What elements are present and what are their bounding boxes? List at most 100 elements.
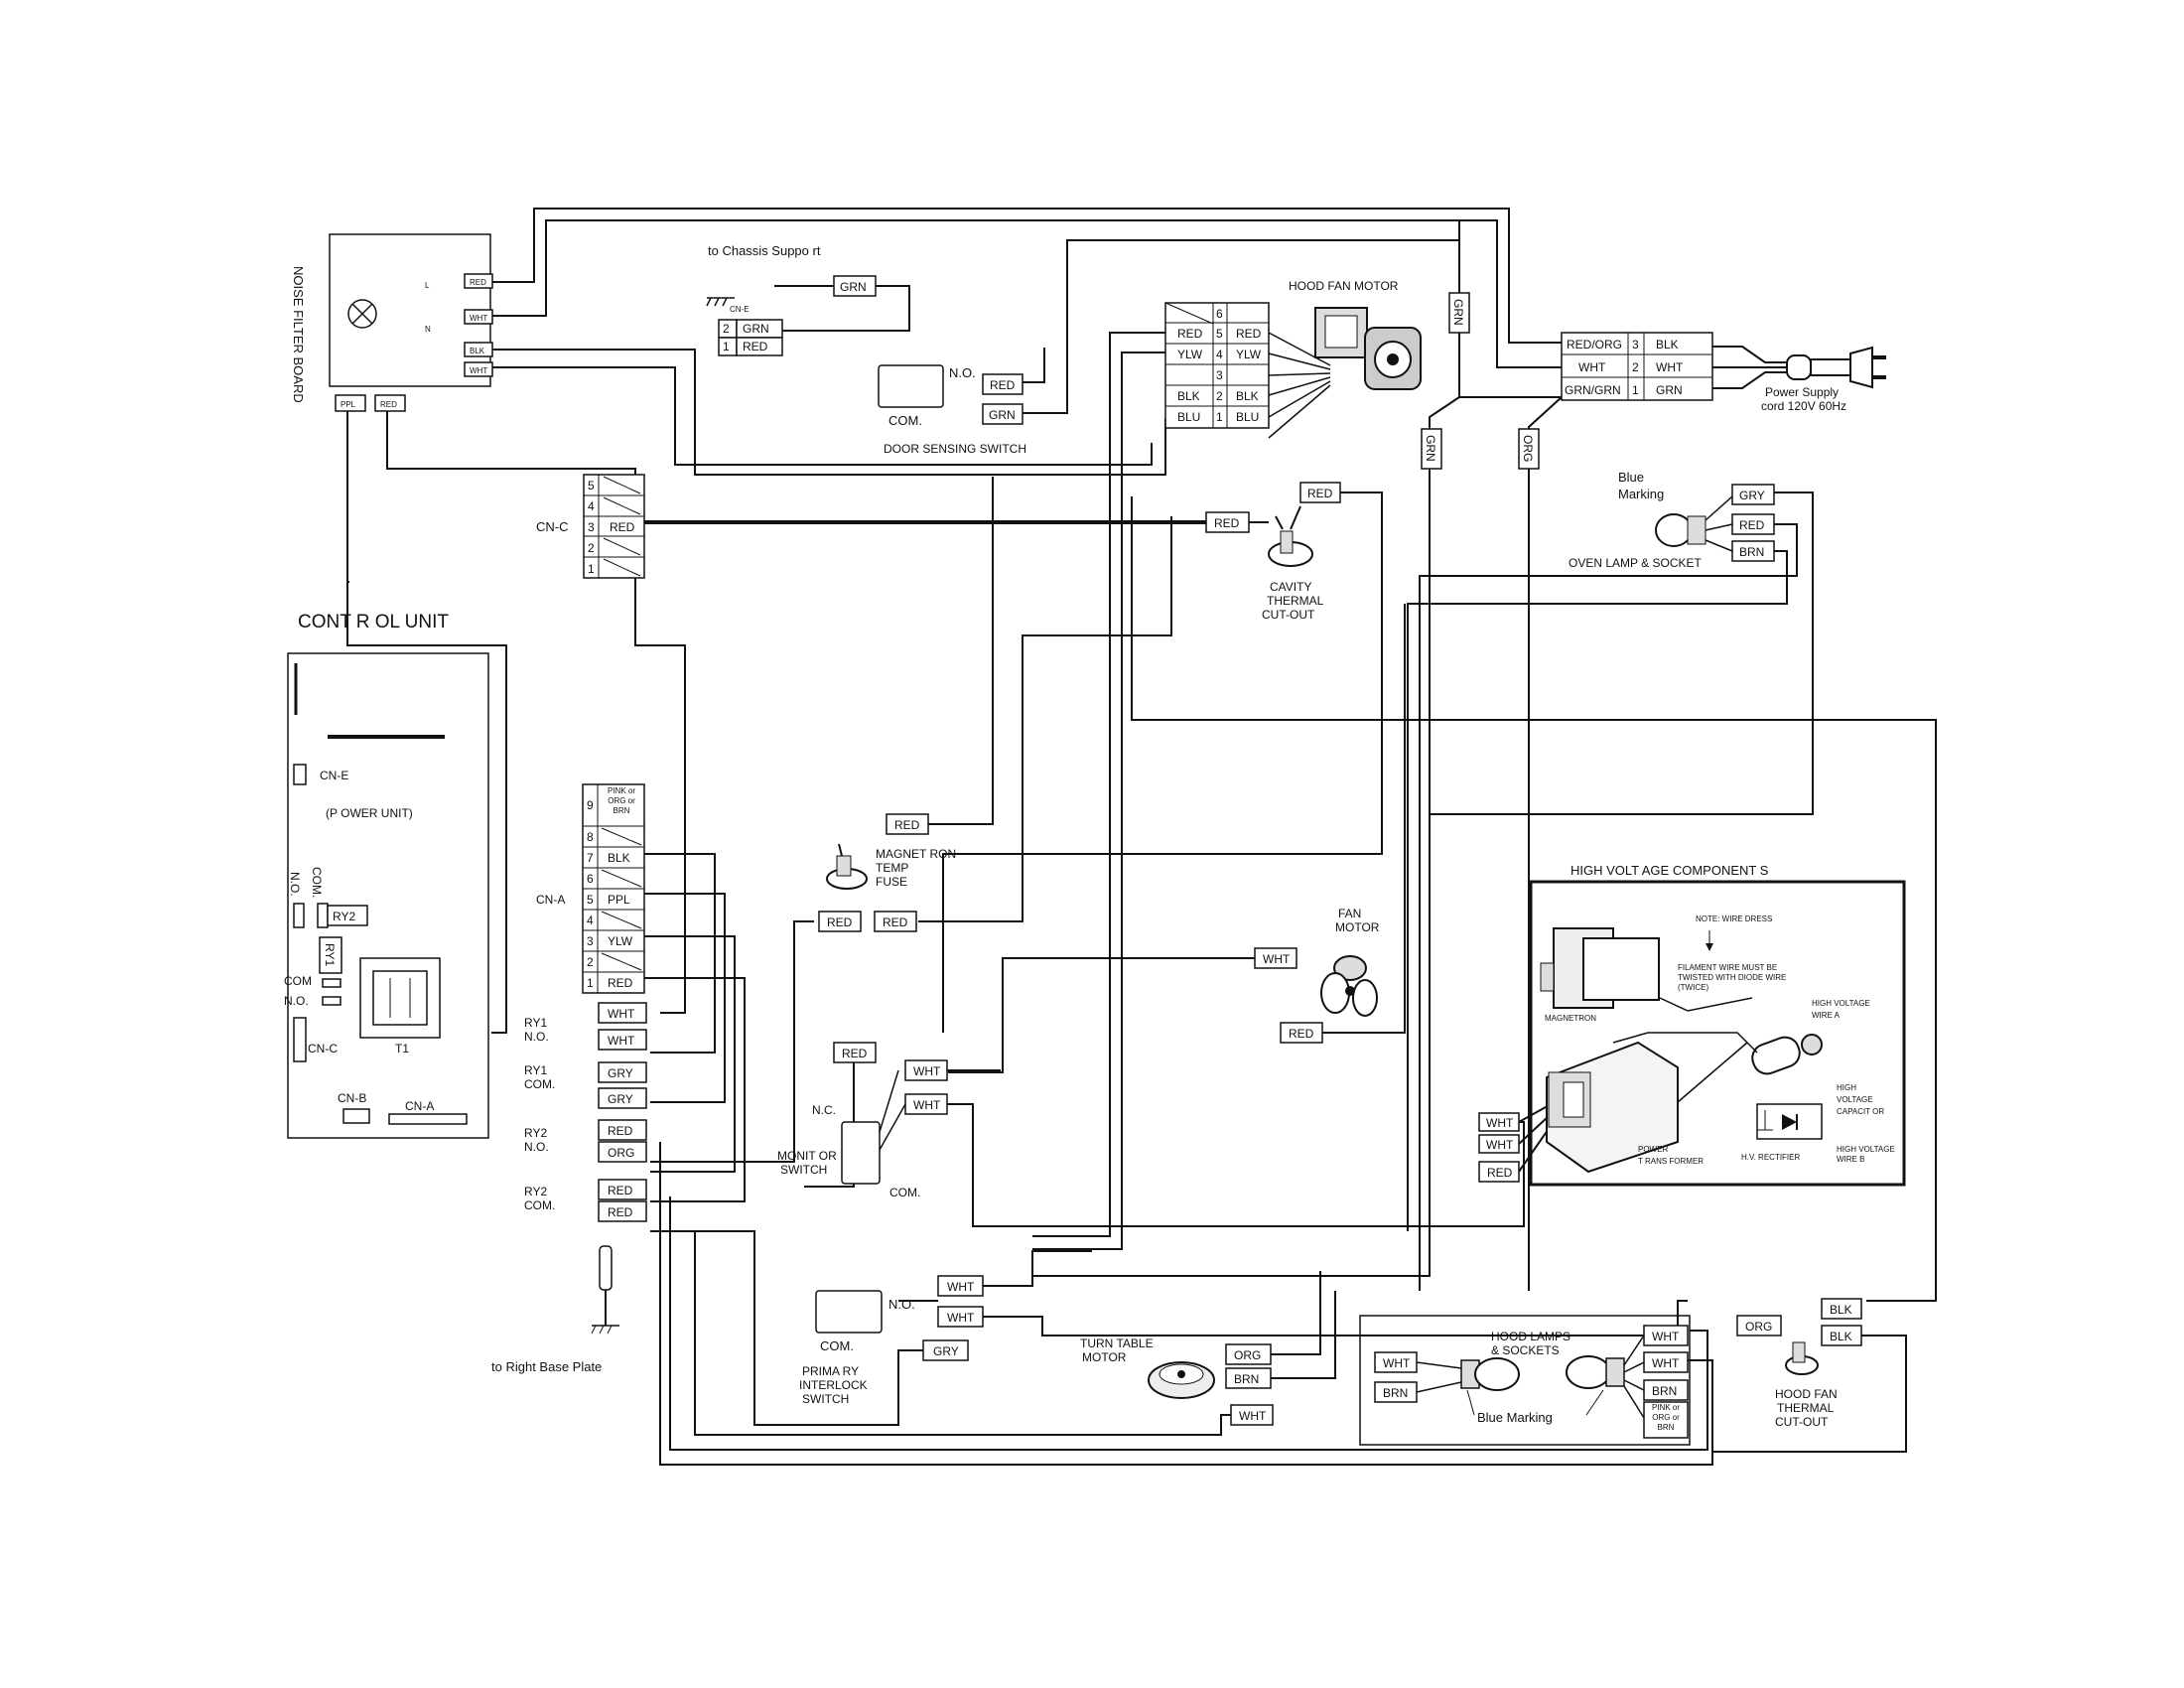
thermal-cutout-icon bbox=[1268, 505, 1313, 567]
hood-fan-cutout-org: ORG bbox=[1745, 1320, 1772, 1334]
hood-fan-motor-connector: HOOD FAN MOTOR 6 5 4 3 2 1 RED YLW BLK B… bbox=[1164, 279, 1422, 429]
power-transformer-icon bbox=[1546, 1041, 1679, 1174]
hfm-pin-2: 2 bbox=[1216, 389, 1223, 403]
monitor-switch-label-2: SWITCH bbox=[780, 1163, 827, 1177]
ry2-no-label-1: RY2 bbox=[524, 1126, 547, 1140]
cu-cn-e: CN-E bbox=[320, 769, 348, 782]
turntable-org: ORG bbox=[1234, 1348, 1261, 1362]
turntable-motor: TURN TABLE MOTOR ORG BRN WHT bbox=[1080, 1336, 1274, 1426]
pin-l-label: L bbox=[425, 281, 430, 290]
door-switch-red: RED bbox=[990, 378, 1016, 392]
cu-t1: T1 bbox=[395, 1042, 409, 1055]
hv-tag-wht-2: WHT bbox=[1486, 1138, 1514, 1152]
door-switch-com: COM. bbox=[888, 413, 922, 428]
monitor-switch: RED WHT WHT N.C. MONIT OR SWITCH COM. bbox=[777, 1042, 948, 1199]
fuse-symbol bbox=[347, 299, 377, 329]
noise-filter-board: NOISE FILTER BOARD L N RED WHT BLK WHT P… bbox=[291, 233, 493, 412]
right-base-plate: to Right Base Plate bbox=[491, 1245, 619, 1374]
ps-label-2: cord 120V 60Hz bbox=[1761, 399, 1846, 413]
primary-switch-com: COM. bbox=[820, 1338, 854, 1353]
ps-right-blk: BLK bbox=[1656, 338, 1679, 352]
door-switch-no: N.O. bbox=[949, 365, 976, 380]
lamp-bulb-icon bbox=[1655, 495, 1733, 552]
ps-right-wht: WHT bbox=[1656, 360, 1684, 374]
mag-fuse-red-3: RED bbox=[883, 915, 908, 929]
cn-c-red: RED bbox=[610, 520, 635, 534]
cu-ry1: RY1 bbox=[323, 943, 337, 966]
cn-c-connector: CN-C 5 4 3 2 1 RED bbox=[536, 474, 645, 579]
hfm-right-blu: BLU bbox=[1236, 410, 1259, 424]
hood-fan-thermal-cutout: ORG BLK BLK HOOD FAN THERMAL CUT-OUT bbox=[1736, 1298, 1862, 1429]
cavity-tag-red-2: RED bbox=[1307, 487, 1333, 500]
cn-c-pin-3: 3 bbox=[588, 520, 595, 534]
primary-switch-label-3: SWITCH bbox=[802, 1392, 849, 1406]
cn-c-pin-4: 4 bbox=[588, 499, 595, 513]
door-switch-label: DOOR SENSING SWITCH bbox=[884, 442, 1026, 456]
hood-lamp-left-wht: WHT bbox=[1383, 1356, 1411, 1370]
turntable-motor-icon bbox=[1148, 1361, 1215, 1399]
hv-filament-3: (TWICE) bbox=[1678, 983, 1708, 992]
ps-pin-1: 1 bbox=[1632, 383, 1639, 397]
cn-a-pin-4: 4 bbox=[587, 914, 594, 927]
ry1-com-label-2: COM. bbox=[524, 1077, 555, 1091]
cn-c-pin-1: 1 bbox=[588, 562, 595, 576]
mag-fuse-label-3: FUSE bbox=[876, 875, 907, 889]
hv-wire-b-2: WIRE B bbox=[1837, 1155, 1864, 1164]
relay-ry2-no: RY2 N.O. RED ORG bbox=[524, 1119, 647, 1163]
cu-ry2: RY2 bbox=[333, 910, 355, 923]
oven-lamp-label: OVEN LAMP & SOCKET bbox=[1569, 556, 1702, 570]
hv-panel bbox=[1529, 880, 1906, 1187]
noise-filter-board-title: NOISE FILTER BOARD bbox=[291, 266, 306, 403]
ry2-com-label-1: RY2 bbox=[524, 1185, 547, 1198]
nf-wire-red: RED bbox=[470, 278, 486, 287]
ry2-com-tag-1: RED bbox=[608, 1184, 633, 1197]
primary-interlock-switch: N.O. COM. WHT WHT GRY PRIMA RY INTERLOCK… bbox=[799, 1275, 984, 1406]
cn-a-pin-2: 2 bbox=[587, 955, 594, 969]
hv-transformer-2: T RANS FORMER bbox=[1638, 1157, 1704, 1166]
thermal-fuse-icon bbox=[826, 843, 868, 890]
hood-fan-cutout-label-3: CUT-OUT bbox=[1775, 1415, 1829, 1429]
hood-lamps-blue-marking: Blue Marking bbox=[1477, 1410, 1553, 1425]
monitor-switch-wht-1: WHT bbox=[913, 1064, 941, 1078]
cu-no-b: N.O. bbox=[284, 994, 309, 1008]
ps-pin-3: 3 bbox=[1632, 338, 1639, 352]
hv-tag-red: RED bbox=[1487, 1166, 1513, 1180]
fan-motor: FAN MOTOR WHT RED bbox=[1254, 907, 1380, 1044]
ps-left-redorg: RED/ORG bbox=[1567, 338, 1622, 352]
high-voltage-components: HIGH VOLT AGE COMPONENT S NOTE: WIRE DRE… bbox=[1478, 863, 1906, 1187]
hv-note: NOTE: WIRE DRESS bbox=[1696, 914, 1772, 923]
cn-c-pin-2: 2 bbox=[588, 541, 595, 555]
power-plug-icon bbox=[1786, 346, 1886, 389]
hfm-left-red: RED bbox=[1177, 327, 1203, 341]
cn-a-pin-8: 8 bbox=[587, 830, 594, 844]
relay-ry1-no: RY1 N.O. WHT WHT bbox=[524, 1002, 647, 1051]
cn-a-pin-1: 1 bbox=[587, 976, 594, 990]
ps-left-wht: WHT bbox=[1578, 360, 1606, 374]
cn-c-pin-5: 5 bbox=[588, 479, 595, 492]
hfm-pin-4: 4 bbox=[1216, 348, 1223, 361]
power-supply-connector: RED/ORG WHT GRN/GRN 3 2 1 BLK WHT GRN Po… bbox=[1421, 292, 1886, 470]
hv-tag-wht-1: WHT bbox=[1486, 1116, 1514, 1130]
nf-wire-wht2: WHT bbox=[470, 366, 487, 375]
hfm-pin-1: 1 bbox=[1216, 410, 1223, 424]
oven-lamp-brn: BRN bbox=[1739, 545, 1764, 559]
hv-magnetron: MAGNETRON bbox=[1545, 1014, 1596, 1023]
cavity-thermal-cutout: RED RED CAVITY THERMAL CUT-OUT bbox=[1205, 482, 1341, 622]
ry2-no-tag-2: ORG bbox=[608, 1146, 634, 1160]
hood-lamp-right-pink: PINK or ORG or BRN bbox=[1651, 1403, 1680, 1432]
monitor-switch-wht-2: WHT bbox=[913, 1098, 941, 1112]
hood-fan-thermal-icon bbox=[1785, 1341, 1819, 1375]
primary-switch-label-2: INTERLOCK bbox=[799, 1378, 868, 1392]
ps-right-grn: GRN bbox=[1656, 383, 1683, 397]
cu-cn-a: CN-A bbox=[405, 1099, 434, 1113]
cu-cn-b: CN-B bbox=[338, 1091, 366, 1105]
ry1-no-tag-1: WHT bbox=[608, 1007, 635, 1021]
cn-a-pin-5: 5 bbox=[587, 893, 594, 907]
monitor-switch-body bbox=[841, 1121, 881, 1185]
cn-c-label: CN-C bbox=[536, 519, 569, 534]
chassis-label: to Chassis Suppo rt bbox=[708, 243, 821, 258]
primary-switch-no: N.O. bbox=[888, 1297, 915, 1312]
hfm-pin-3: 3 bbox=[1216, 368, 1223, 382]
oven-lamp-red: RED bbox=[1739, 518, 1765, 532]
fan-motor-wht: WHT bbox=[1263, 952, 1291, 966]
